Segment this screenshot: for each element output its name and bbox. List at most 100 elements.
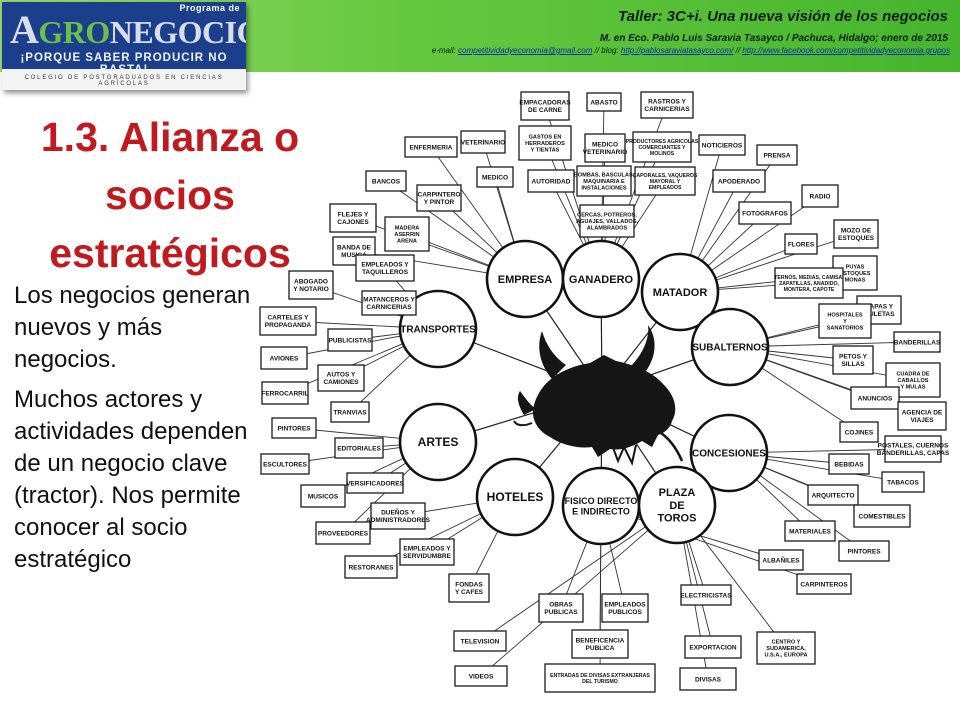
- slide-body: Los negocios generan nuevos y más negoci…: [14, 280, 254, 584]
- activity-box-frame: [853, 504, 911, 528]
- facebook-link[interactable]: http://www.facebook.com/competitividadye…: [742, 46, 950, 55]
- activity-box-frame: [833, 219, 879, 249]
- activity-box-frame: [330, 401, 370, 423]
- email-link[interactable]: competitividadyeconomia@gmail.com: [458, 46, 593, 55]
- hub-node-subalternos: SUBALTERNOS: [690, 307, 770, 387]
- activity-box: VIDEOS: [454, 665, 508, 687]
- activity-box-label: AGENCIA DE: [902, 410, 943, 417]
- activity-box: COJINES: [839, 421, 879, 443]
- activity-box-label: VIDEOS: [469, 673, 494, 680]
- activity-box-label: ZAPATILLAS, ANADIDO,: [779, 281, 839, 287]
- activity-box-frame: [518, 125, 572, 161]
- hub-node-hoteles: HOTELES: [475, 457, 555, 537]
- activity-box-label: PROVEEDORES: [318, 530, 369, 537]
- activity-box-label: PRENSA: [763, 152, 790, 159]
- activity-box-label: DEL TURISMO: [582, 679, 618, 685]
- activity-box-label: MUSICA: [341, 252, 367, 259]
- activity-box-label: PINTORES: [277, 425, 311, 432]
- activity-box-label: ABASTO: [590, 99, 617, 106]
- activity-box-label: TAQUILLEROS: [362, 269, 409, 276]
- activity-box-label: CAMIONES: [323, 379, 359, 386]
- activity-box-frame: [355, 254, 415, 282]
- activity-box-label: ESTOQUES: [840, 271, 871, 277]
- activity-box-frame: [288, 270, 334, 300]
- activity-box-label: CARPINTERO: [418, 192, 461, 199]
- activity-box-frame: [801, 184, 839, 208]
- activity-box-frame: [520, 91, 570, 121]
- activity-box-label: Y MULAS: [900, 384, 925, 390]
- activity-box-label: PUBLICOS: [608, 609, 642, 616]
- activity-box-frame: [527, 169, 575, 193]
- activity-box-label: EMPLEADOS Y: [361, 262, 409, 269]
- box-connector: [697, 180, 740, 259]
- activity-box: AVIONES: [260, 346, 308, 370]
- activity-box: FOTOGRAFOS: [738, 201, 792, 225]
- activity-box-label: DE CARNE: [528, 107, 563, 114]
- box-connector: [715, 233, 857, 281]
- slide-title-line: socios: [105, 172, 235, 218]
- activity-box: ELECTRICISTAS: [680, 584, 732, 606]
- box-connector: [494, 176, 515, 243]
- activity-box-label: BENEFICENCIA: [576, 638, 625, 645]
- activity-box: ENFERMERIA: [404, 136, 458, 158]
- activity-box-label: MAQUINARIA E: [583, 179, 625, 185]
- activity-box-frame: [756, 144, 798, 166]
- box-connector: [385, 180, 495, 258]
- activity-box-label: PRODUCTORES AGRICOLAS: [626, 139, 699, 145]
- activity-box-label: TABACOS: [887, 479, 919, 486]
- activity-box-frame: [893, 331, 941, 353]
- activity-box-label: ADMINISTRADORES: [366, 517, 431, 524]
- activity-box-label: Y CAFES: [455, 589, 484, 596]
- activity-box: ALBAÑILES: [758, 549, 804, 571]
- hub-label: PLAZA: [659, 487, 696, 499]
- hub-circle: [640, 252, 720, 332]
- activity-box-label: ESCULTORES: [263, 461, 307, 468]
- activity-box: TRANVIAS: [330, 401, 370, 423]
- activity-box-frame: [838, 540, 890, 562]
- activity-box-label: COJINES: [845, 429, 874, 436]
- activity-box-frame: [881, 471, 925, 493]
- hub-label: CONCESIONES: [692, 449, 766, 460]
- activity-box-label: ARQUITECTO: [812, 492, 855, 499]
- activity-box-label: SUDAMERICA,: [766, 646, 806, 652]
- activity-box-label: VETERINARIO: [583, 149, 627, 156]
- activity-box-label: HERRADEROS: [525, 141, 565, 147]
- activity-box-frame: [774, 267, 844, 299]
- logo-college: COLEGIO DE POSTGRADUADOS EN CIENCIAS AGR…: [24, 75, 224, 87]
- blog-link[interactable]: http://pablosaraviatasayco.com/: [620, 46, 734, 55]
- activity-box-frame: [579, 204, 635, 238]
- activity-box-frame: [684, 635, 742, 659]
- hub-node-matador: MATADOR: [640, 252, 720, 332]
- activity-box-label: DIVISAS: [695, 676, 722, 683]
- activity-box-label: BEBIDAS: [834, 461, 864, 468]
- hub-node-concesiones: CONCESIONES: [689, 413, 769, 493]
- activity-box-frame: [544, 663, 656, 693]
- activity-box-label: CAPAS Y: [865, 304, 894, 311]
- activity-box-frame: [850, 386, 900, 410]
- agronegocios-logo: Programa de AGRONEGOCIOS ¡PORQUE SABER P…: [2, 2, 246, 90]
- activity-box-label: ARENA: [397, 238, 417, 244]
- activity-box-label: BOMBAS, BASCULAS,: [574, 173, 635, 179]
- box-connector: [689, 144, 723, 256]
- contact-links: e-mail: competitividadyeconomia@gmail.co…: [432, 46, 950, 55]
- activity-box-frame: [271, 417, 317, 439]
- activity-box-label: ENFERMERIA: [410, 144, 453, 151]
- activity-box-frame: [828, 453, 870, 475]
- activity-box-label: PROPAGANDA: [265, 322, 312, 329]
- activity-box-frame: [698, 134, 746, 156]
- activity-box-frame: [807, 484, 859, 506]
- activity-box-frame: [818, 303, 872, 339]
- activity-box-frame: [260, 346, 308, 370]
- activity-box-frame: [712, 169, 766, 193]
- hub-node-artes: ARTES: [398, 402, 478, 482]
- activity-box-label: CAJONES: [337, 219, 369, 226]
- hub-label: GANADERO: [569, 274, 634, 286]
- activity-box-label: MAYORAL Y: [650, 179, 681, 185]
- activity-box-frame: [344, 555, 398, 579]
- slide-title-line: estratégicos: [49, 230, 291, 276]
- activity-box-label: RESTORANES: [348, 564, 394, 571]
